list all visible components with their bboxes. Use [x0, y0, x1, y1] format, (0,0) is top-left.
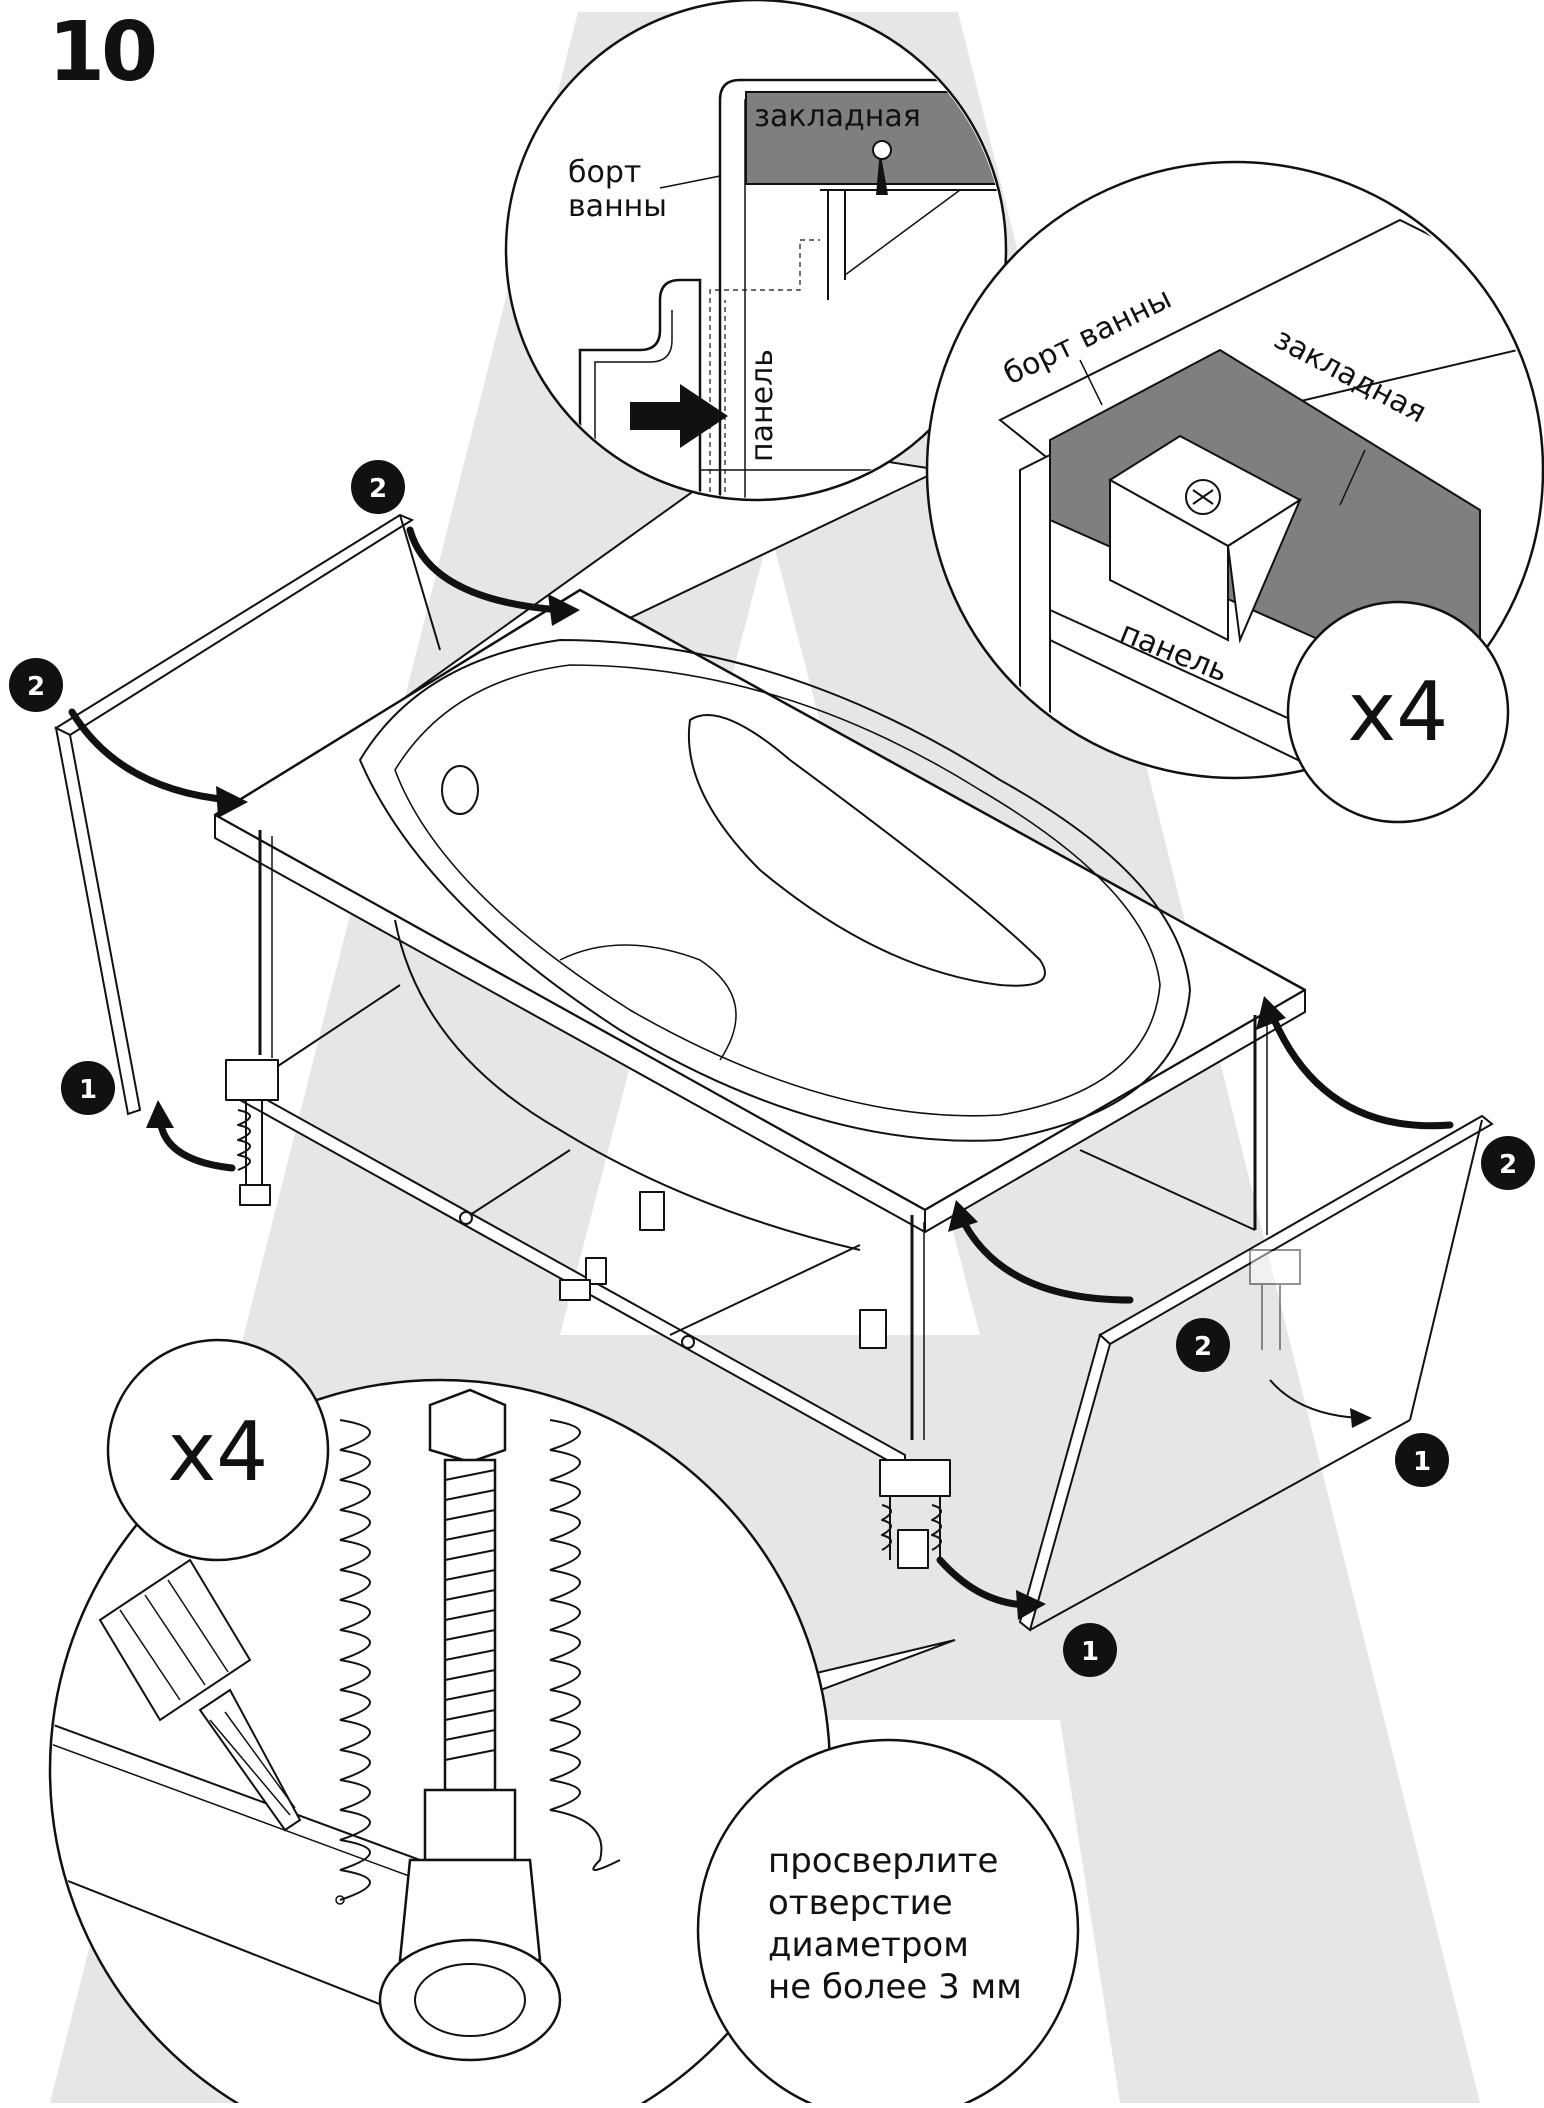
- step-number: 10: [48, 5, 155, 100]
- badge-1: 2: [369, 474, 387, 504]
- badge-6: 1: [1413, 1447, 1431, 1477]
- panel-left: [53, 513, 441, 1116]
- push-arrow-icon: [630, 384, 728, 448]
- badge-2: 2: [27, 672, 45, 702]
- count-badge: [106, 1338, 330, 1562]
- label-rim-line1: борт: [568, 155, 641, 190]
- badge-4: 2: [1499, 1150, 1517, 1180]
- tool-drill-icon: [98, 1558, 302, 1832]
- badge-7: 1: [1081, 1637, 1099, 1667]
- instruction-line-2: отверстие: [768, 1883, 953, 1923]
- instruction-line-1: просверлите: [768, 1841, 998, 1881]
- instruction-line-4: не более 3 мм: [768, 1967, 1022, 2007]
- label-rim-line2: ванны: [568, 189, 667, 224]
- count-label: x4: [168, 1405, 269, 1500]
- panel-right: [1018, 1114, 1494, 1632]
- leg-foot-front: [879, 1459, 951, 1569]
- label-panel: панель: [745, 349, 780, 462]
- step-badges: 2 2 1 2 2 1 1: [9, 460, 1535, 1677]
- leg-foot-left: [225, 1059, 279, 1206]
- badge-3: 1: [79, 1075, 97, 1105]
- arrowheads: [146, 594, 1286, 1620]
- count-label: x4: [1348, 665, 1449, 760]
- instruction-bubble: [696, 1738, 1080, 2108]
- leg-foot-back: [639, 1191, 887, 1349]
- detail-bottom-callout: x4 просверлите отверстие диаметром не бо…: [48, 1338, 1080, 2108]
- badge-5: 2: [1194, 1332, 1212, 1362]
- count-badge: [1286, 600, 1510, 824]
- screw-leg-icon: [378, 1388, 562, 2062]
- instruction-line-3: диаметром: [768, 1925, 969, 1965]
- label-insert: закладная: [754, 99, 921, 134]
- spring-icon: [339, 1419, 621, 1901]
- bathtub-assembly: [213, 588, 1307, 1569]
